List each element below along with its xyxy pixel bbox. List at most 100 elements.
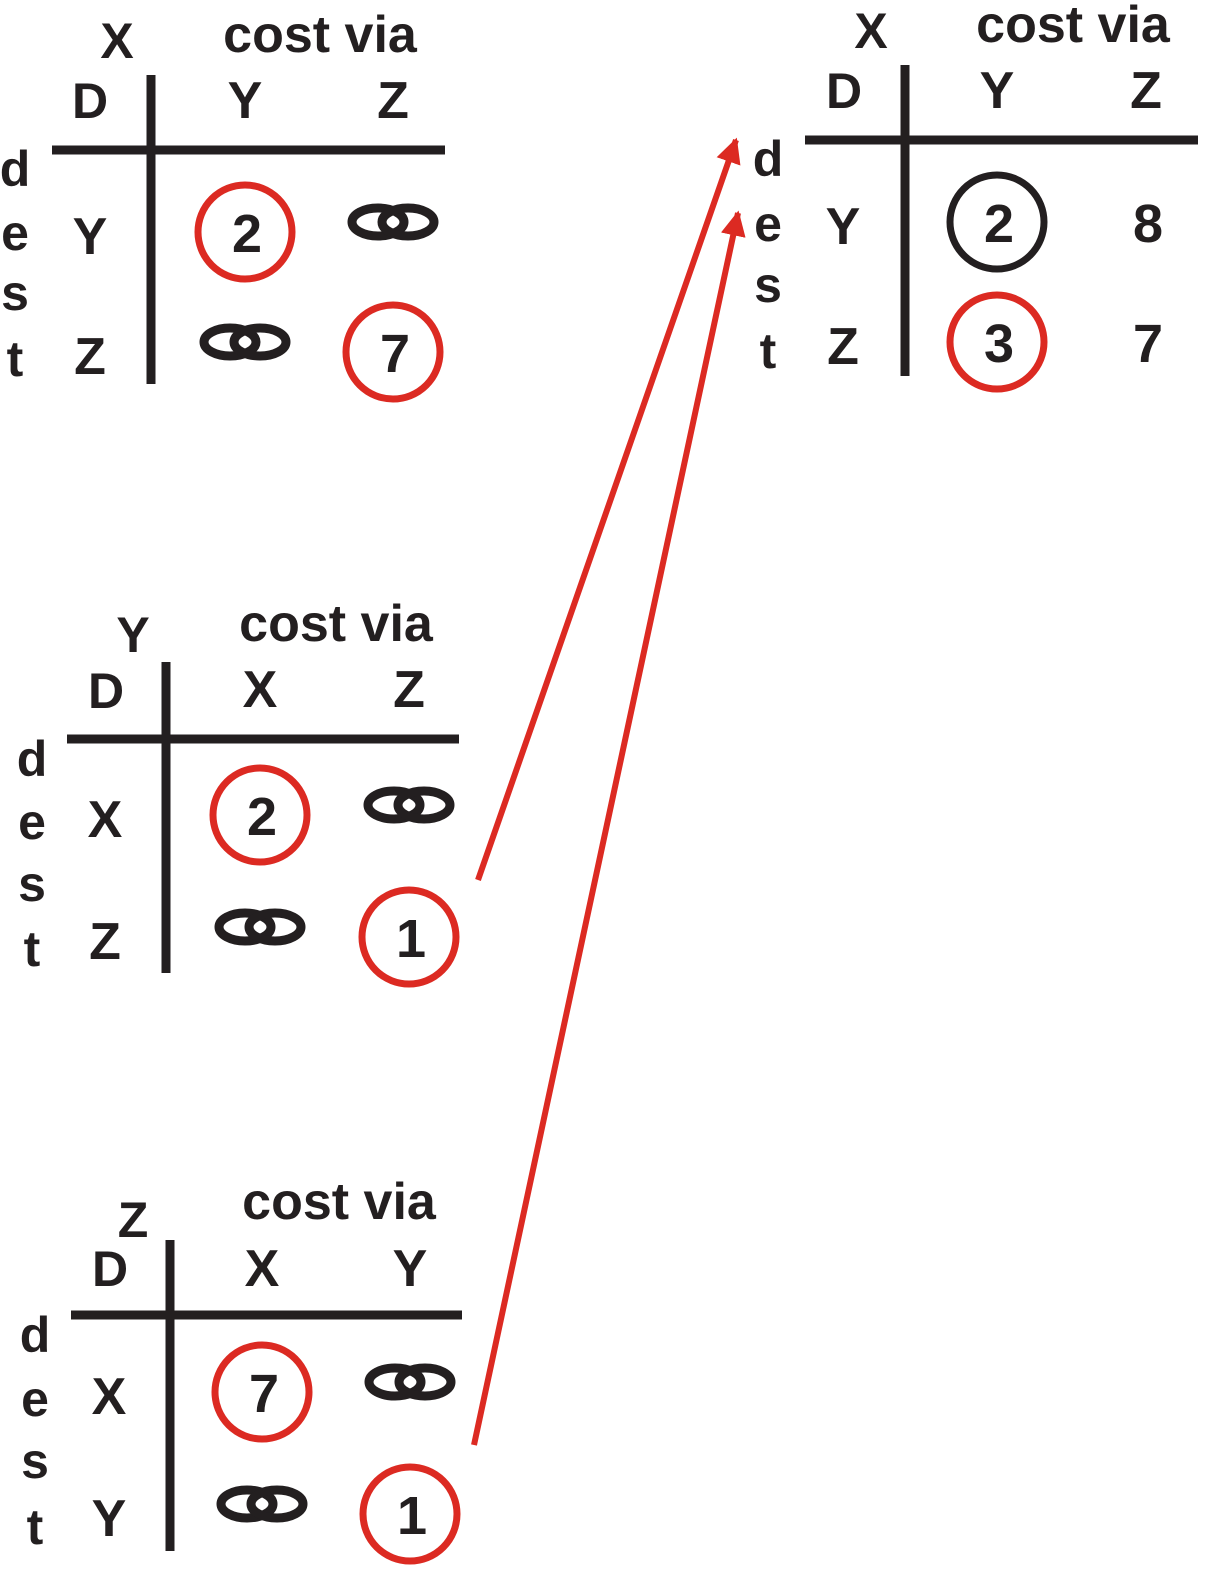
cell-highlight-circle [211,1341,313,1443]
table-cell: 1 [359,1463,461,1565]
cell-value: 3 [984,314,1014,374]
side-label-letter: s [21,1433,49,1489]
cell-highlight-circle [209,764,311,866]
cell-value: 7 [249,1364,279,1424]
column-header: Z [1130,62,1162,120]
row-dest-label: Z [74,328,106,386]
table-d-label: D [826,63,862,119]
table-row: Z ∞ 1 [89,886,460,988]
table-d-label: D [88,663,124,719]
table-cell: ∞ [364,1350,456,1408]
infinity-icon-left-loop [199,323,261,361]
cell-highlight-circle [359,1463,461,1565]
table-cell: 2 [209,764,311,866]
cell-value: 2 [232,204,262,264]
infinity-icon-left-loop [347,203,409,241]
cell-value: 7 [380,324,410,384]
table-cell: ∞ [347,190,439,248]
side-label-letter: t [760,323,777,379]
cell-value: 7 [1133,314,1163,374]
table-d-label: D [92,1241,128,1297]
row-dest-label: Y [73,208,108,266]
infinity-icon-left-loop [216,1485,278,1523]
cell-value: 1 [396,909,426,969]
table-cell: ∞ [216,1472,308,1530]
cell-value: 2 [247,787,277,847]
side-label-letter: e [754,196,782,252]
side-label-letter: t [24,921,41,977]
column-header: Y [393,1240,428,1298]
row-dest-label: Z [89,913,121,971]
table-cell: 2 [194,181,296,283]
cell-highlight-circle [358,886,460,988]
row-dest-label: X [92,1368,127,1426]
side-label-letter: e [18,794,46,850]
side-label-letter: t [27,1499,44,1555]
row-dest-label: Y [826,198,861,256]
row-dest-label: Z [827,318,859,376]
infinity-icon-right-loop [244,908,306,946]
table-cell: ∞ [199,323,291,361]
row-dest-label: Y [92,1490,127,1548]
cell-highlight-circle [342,301,444,403]
table-row: Z ∞ 7 [74,301,444,403]
table-cell: 7 [342,301,444,403]
cell-value: ∞ [243,1472,280,1530]
table-title: cost via [239,595,434,653]
side-label-letter: e [21,1371,49,1427]
table-cell: 3 [946,291,1048,393]
infinity-icon-right-loop [229,323,291,361]
infinity-icon-right-loop [246,1485,308,1523]
cell-value: 2 [984,194,1014,254]
side-label-letter: d [20,1307,51,1363]
table-row: Y 2 8 [826,171,1163,273]
cell-highlight-circle [946,171,1048,273]
infinity-icon-right-loop [394,1363,456,1401]
table-cell: 7 [211,1341,313,1443]
infinity-icon-left-loop [364,1363,426,1401]
table-node-label: Z [118,1192,149,1248]
table-cell: 2 [946,171,1048,273]
column-header: Y [980,62,1015,120]
cell-highlight-circle [946,291,1048,393]
table-row: X 7 ∞ [92,1341,456,1443]
column-header: X [243,661,278,719]
side-label-letter: d [0,141,30,197]
infinity-icon-left-loop [214,908,276,946]
cell-value: ∞ [241,895,278,953]
arrows-layer [471,137,746,1446]
table-title: cost via [976,0,1171,54]
column-header: Z [393,661,425,719]
table-cell: ∞ [214,895,306,953]
table-title: cost via [223,6,418,64]
table-cell: 7 [1133,314,1163,374]
cell-value: ∞ [391,1350,428,1408]
table-cell: ∞ [363,773,455,831]
column-header: Z [377,72,409,130]
table-cell: 8 [1133,194,1163,254]
cell-highlight-circle [194,181,296,283]
cell-value: ∞ [390,773,427,831]
infinity-icon-right-loop [377,203,439,241]
side-label-letter: s [754,257,782,313]
infinity-icon-right-loop [393,786,455,824]
side-label-letter: t [7,331,24,387]
column-header: X [245,1240,280,1298]
table-node-label: X [854,3,887,59]
infinity-icon-left-loop [363,786,425,824]
table-cell: 1 [358,886,460,988]
cell-value: 8 [1133,194,1163,254]
side-label-letter: d [753,131,784,187]
table-row: Y ∞ 1 [92,1463,461,1565]
side-label-letter: d [17,731,48,787]
table-node-label: X [100,13,133,69]
cell-value: ∞ [374,190,411,248]
side-label-letter: s [18,856,46,912]
side-label-letter: s [1,265,29,321]
